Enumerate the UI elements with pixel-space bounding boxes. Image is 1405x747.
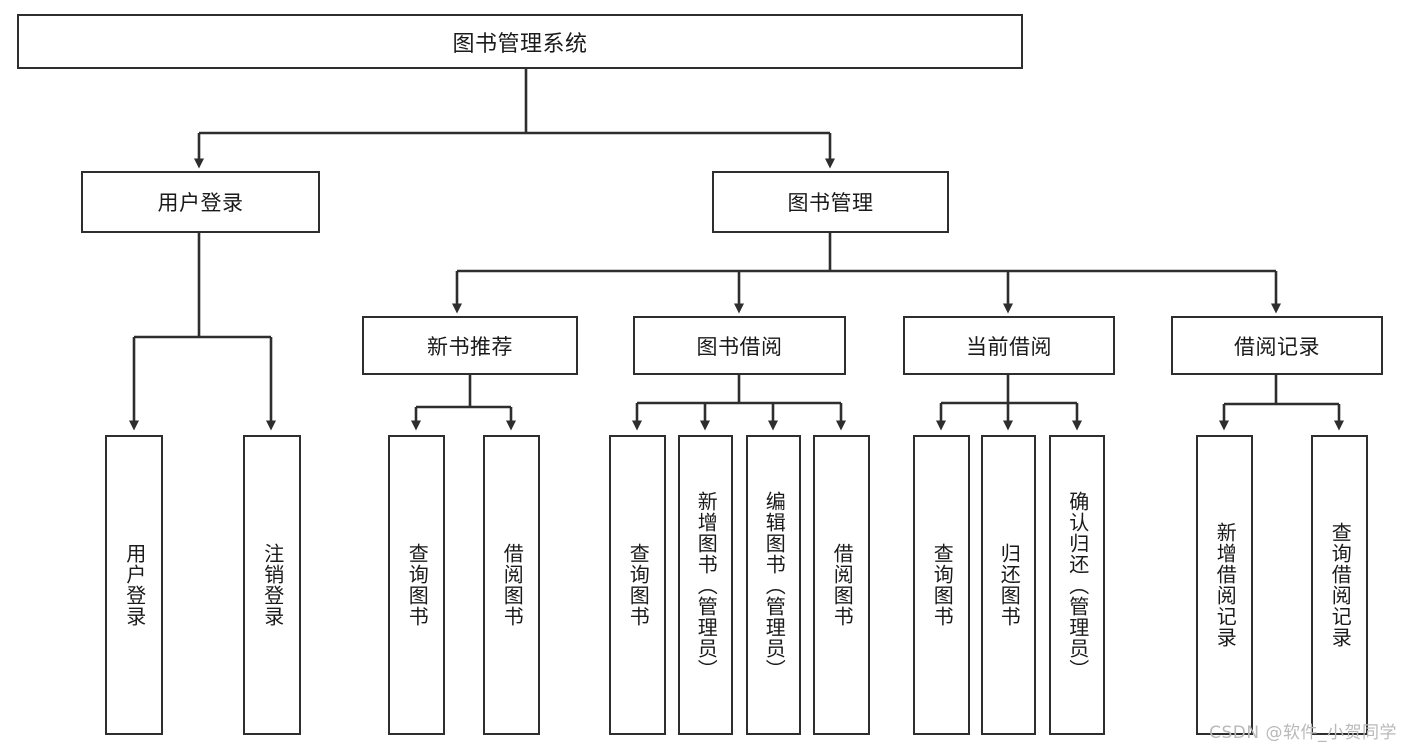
node-label: 注销登录: [260, 543, 285, 627]
node-leaf-add-record[interactable]: 新增借阅记录: [1196, 435, 1253, 735]
node-label: 新增借阅记录: [1213, 522, 1238, 648]
node-leaf-borrow-book-1[interactable]: 借阅图书: [483, 435, 540, 735]
node-label: 图书管理: [787, 191, 874, 215]
node-label: 新书推荐: [427, 334, 513, 359]
node-label: 借阅图书: [830, 543, 855, 627]
node-new-book-recommend[interactable]: 新书推荐: [362, 316, 578, 375]
node-label: 用户登录: [122, 543, 147, 627]
node-label: 用户登录: [157, 191, 244, 215]
node-leaf-query-book-2[interactable]: 查询图书: [609, 435, 666, 735]
node-label: 图书借阅: [696, 334, 783, 359]
node-leaf-query-record[interactable]: 查询借阅记录: [1311, 435, 1368, 735]
node-label: 借阅记录: [1234, 334, 1320, 359]
node-book-borrow[interactable]: 图书借阅: [633, 316, 846, 375]
node-book-management-system[interactable]: 图书管理系统: [17, 14, 1023, 69]
node-leaf-logout[interactable]: 注销登录: [243, 435, 301, 735]
node-leaf-confirm-return[interactable]: 确认归还（管理员）: [1049, 435, 1105, 735]
node-label: 查询图书: [930, 543, 955, 627]
node-label: 编辑图书（管理员）: [762, 490, 787, 680]
node-label: 新增图书（管理员）: [694, 490, 719, 680]
node-leaf-edit-book[interactable]: 编辑图书（管理员）: [746, 435, 801, 735]
node-book-management[interactable]: 图书管理: [712, 171, 949, 233]
node-label: 归还图书: [997, 543, 1022, 627]
node-label: 查询图书: [405, 543, 430, 627]
node-label: 查询图书: [626, 543, 651, 627]
node-leaf-return-book[interactable]: 归还图书: [981, 435, 1036, 735]
node-leaf-user-login[interactable]: 用户登录: [105, 435, 163, 735]
node-label: 借阅图书: [500, 543, 525, 627]
node-leaf-query-book-3[interactable]: 查询图书: [913, 435, 970, 735]
node-label: 确认归还（管理员）: [1065, 490, 1090, 680]
node-borrow-record[interactable]: 借阅记录: [1171, 316, 1383, 375]
node-leaf-borrow-book-2[interactable]: 借阅图书: [813, 435, 870, 735]
node-user-login[interactable]: 用户登录: [81, 171, 320, 233]
node-leaf-query-book-1[interactable]: 查询图书: [388, 435, 445, 735]
node-leaf-add-book[interactable]: 新增图书（管理员）: [678, 435, 733, 735]
node-label: 当前借阅: [966, 334, 1052, 359]
node-label: 查询借阅记录: [1328, 522, 1353, 648]
node-current-borrow[interactable]: 当前借阅: [903, 316, 1115, 375]
watermark-text: CSDN @软件_小贺同学: [1209, 723, 1397, 743]
node-label: 图书管理系统: [452, 31, 588, 57]
